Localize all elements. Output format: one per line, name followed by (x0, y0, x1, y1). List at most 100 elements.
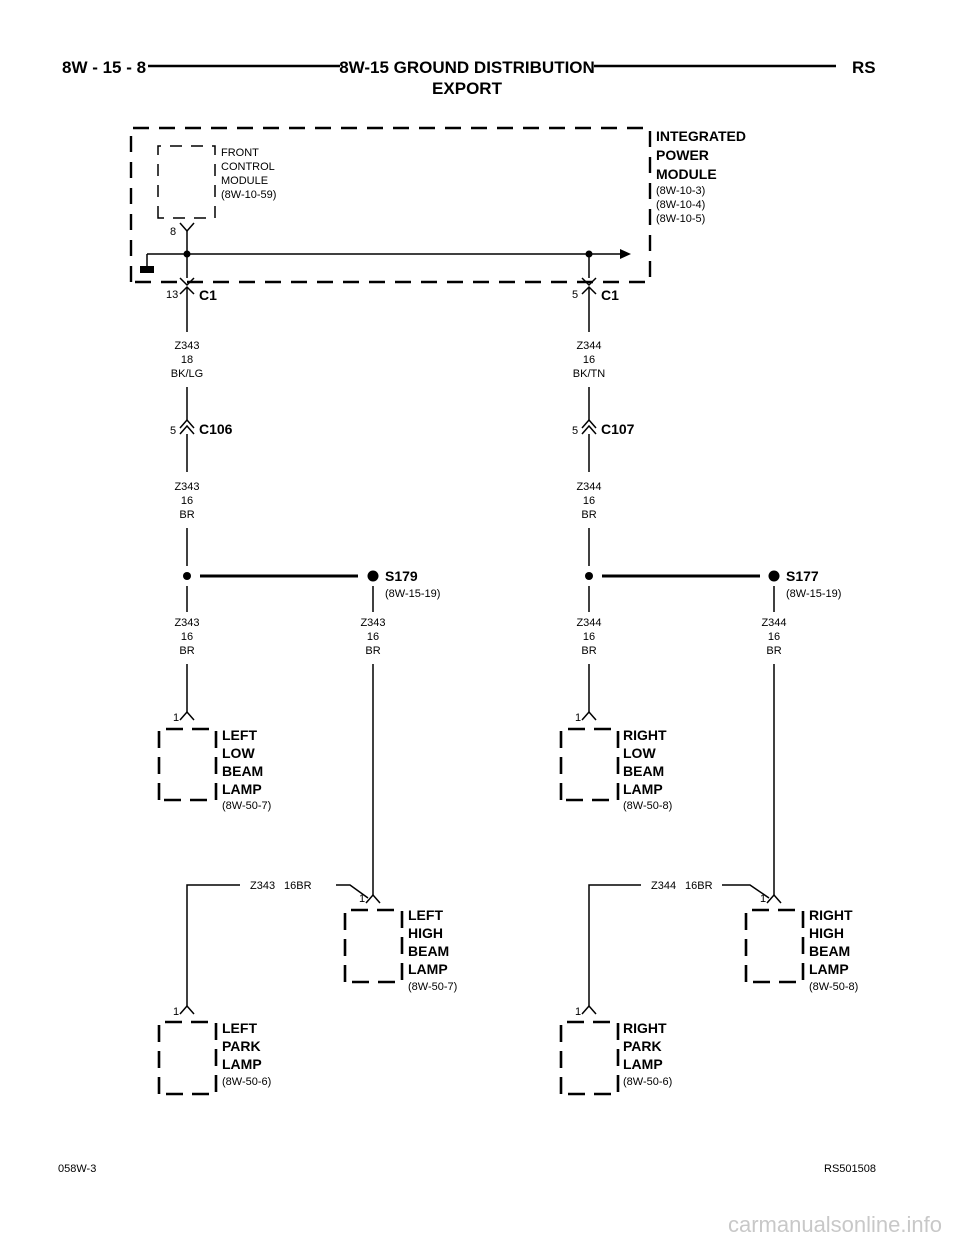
wire3a-circuit: Z343 (174, 617, 199, 629)
ipm-name-line-2: POWER (656, 147, 709, 163)
left-high-beam-line-3: BEAM (408, 943, 449, 959)
left-low-beam-line-4: LAMP (222, 781, 262, 797)
right-low-beam-line-2: LOW (623, 745, 656, 761)
left-high-beam-line-1: LEFT (408, 907, 443, 923)
r-wire3a-gauge: 16 (583, 631, 595, 643)
left-park-line-1: LEFT (222, 1020, 257, 1036)
section-code: RS (852, 58, 876, 77)
left-park-terminal (179, 1004, 195, 1015)
ipm-name-line-1: INTEGRATED (656, 128, 746, 144)
r-wire3b-color: BR (766, 645, 781, 657)
fcm-pin: 8 (170, 226, 176, 238)
wire2-gauge: 16 (181, 495, 193, 507)
right-low-beam-line-4: LAMP (623, 781, 663, 797)
right-high-beam-line-1: RIGHT (809, 907, 853, 923)
wire1-gauge: 18 (181, 354, 193, 366)
fcm-name-line-1: FRONT (221, 147, 259, 159)
left-branch: 13 C1 Z343 18 BK/LG 5 C106 Z343 16 BR S1… (157, 277, 457, 1096)
r-park-wire-circuit: Z344 (651, 880, 676, 892)
c107-upper-icon (581, 418, 597, 429)
ground-bus-arrow-icon (620, 249, 631, 259)
wire1-circuit: Z343 (174, 340, 199, 352)
r-wire3b-gauge: 16 (768, 631, 780, 643)
right-high-beam-pin: 1 (760, 893, 766, 905)
r-wire2-color: BR (581, 509, 596, 521)
wire3b-circuit: Z343 (360, 617, 385, 629)
wire2-color: BR (179, 509, 194, 521)
c1-right-female-icon (581, 277, 597, 287)
ipm-name-line-3: MODULE (656, 166, 717, 182)
right-park-pin: 1 (575, 1006, 581, 1018)
r-wire3a-color: BR (581, 645, 596, 657)
r-wire3a-circuit: Z344 (576, 617, 601, 629)
r-park-jumper-right-end (722, 884, 770, 899)
park-jumper-left-end (336, 884, 369, 899)
left-park-line-3: LAMP (222, 1056, 262, 1072)
right-park-line-1: RIGHT (623, 1020, 667, 1036)
right-park-line-2: PARK (623, 1038, 662, 1054)
right-low-beam-pin: 1 (575, 712, 581, 724)
c1-left-female-icon (179, 277, 195, 287)
left-high-beam-lamp (343, 908, 404, 984)
right-high-beam-terminal (766, 893, 782, 904)
left-park-pin: 1 (173, 1006, 179, 1018)
ipm-ref-3: (8W-10-5) (656, 213, 705, 225)
right-park-line-3: LAMP (623, 1056, 663, 1072)
watermark: carmanualsonline.info (728, 1212, 942, 1237)
right-high-beam-ref: (8W-50-8) (809, 981, 858, 993)
left-low-beam-lamp (157, 727, 218, 802)
left-high-beam-pin: 1 (359, 893, 365, 905)
park-wire-gauge: 16BR (284, 880, 312, 892)
c106-upper-icon (179, 418, 195, 429)
right-high-beam-line-3: BEAM (809, 943, 850, 959)
c106-pin: 5 (170, 425, 176, 437)
page-title: 8W-15 GROUND DISTRIBUTION (339, 58, 595, 77)
c106-lower-icon (179, 424, 195, 435)
left-high-beam-line-4: LAMP (408, 961, 448, 977)
splice-node-right (585, 572, 593, 580)
c1-right-label: C1 (601, 287, 619, 303)
left-park-lamp (157, 1020, 218, 1096)
splice-node-left (183, 572, 191, 580)
right-park-lamp (559, 1020, 620, 1096)
splice-s179-dot (367, 570, 379, 582)
left-high-beam-ref: (8W-50-7) (408, 981, 457, 993)
splice-s177-dot (768, 570, 780, 582)
right-high-beam-lamp (744, 908, 805, 984)
ipm-ref-1: (8W-10-3) (656, 185, 705, 197)
fcm-outline (157, 145, 216, 219)
left-park-line-2: PARK (222, 1038, 261, 1054)
ipm-outline (129, 126, 652, 284)
left-high-beam-terminal (365, 893, 381, 904)
ground-symbol-icon (140, 266, 154, 273)
right-park-ref: (8W-50-6) (623, 1076, 672, 1088)
right-low-beam-lamp (559, 727, 620, 802)
r-park-wire-gauge: 16BR (685, 880, 713, 892)
left-low-beam-terminal (179, 710, 195, 721)
splice-s179-label: S179 (385, 568, 418, 584)
r-wire1-circuit: Z344 (576, 340, 601, 352)
c1-right-pin: 5 (572, 289, 578, 301)
r-wire1-color: BK/TN (573, 368, 605, 380)
left-low-beam-line-3: BEAM (222, 763, 263, 779)
park-wire-circuit: Z343 (250, 880, 275, 892)
c1-left-pin: 13 (166, 289, 178, 301)
page-header: 8W - 15 - 8 8W-15 GROUND DISTRIBUTION EX… (62, 58, 876, 98)
ipm-ref-2: (8W-10-4) (656, 199, 705, 211)
r-wire2-gauge: 16 (583, 495, 595, 507)
right-low-beam-ref: (8W-50-8) (623, 800, 672, 812)
left-high-beam-line-2: HIGH (408, 925, 443, 941)
r-wire3b-circuit: Z344 (761, 617, 786, 629)
fcm-name-line-3: MODULE (221, 175, 268, 187)
page-footer: 058W-3 RS501508 carmanualsonline.info (58, 1163, 942, 1237)
left-park-ref: (8W-50-6) (222, 1076, 271, 1088)
c107-lower-icon (581, 424, 597, 435)
right-high-beam-line-4: LAMP (809, 961, 849, 977)
splice-s177-ref: (8W-15-19) (786, 588, 841, 600)
r-park-jumper-left-wire (588, 884, 641, 1006)
r-wire1-gauge: 16 (583, 354, 595, 366)
fcm-pin-terminal (179, 222, 195, 233)
right-park-terminal (581, 1004, 597, 1015)
wire3b-color: BR (365, 645, 380, 657)
right-branch: 5 C1 Z344 16 BK/TN 5 C107 Z344 16 BR S17… (559, 277, 858, 1096)
